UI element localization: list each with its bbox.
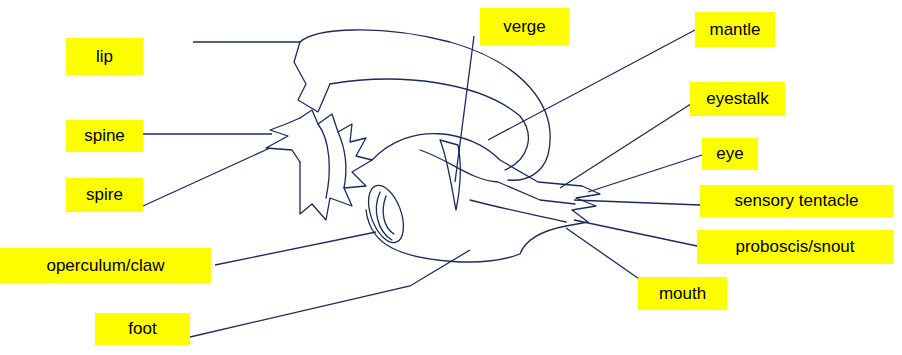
snail-body — [366, 134, 600, 262]
part-name: eye — [716, 144, 743, 164]
part-label: lip — [66, 38, 143, 75]
part-label: foot — [95, 313, 190, 345]
shell-whorls — [318, 124, 346, 198]
part-name: spire — [86, 185, 123, 205]
part-name: lip — [96, 47, 113, 67]
leader-line — [190, 250, 470, 337]
leader-line — [574, 200, 700, 205]
part-name: operculum/claw — [46, 256, 164, 276]
part-name: spine — [84, 126, 125, 146]
leader-line — [215, 232, 376, 265]
leader-line — [588, 155, 702, 192]
shell-whorls — [300, 110, 372, 220]
part-label: eyestalk — [690, 82, 785, 116]
leader-line — [560, 100, 697, 188]
leader-line — [574, 220, 697, 246]
part-name: proboscis/snout — [735, 237, 854, 257]
part-name: sensory tentacle — [735, 191, 859, 211]
spire-outline — [266, 118, 300, 162]
part-label: verge — [480, 8, 569, 45]
part-name: eyestalk — [706, 89, 768, 109]
part-name: verge — [503, 17, 546, 37]
operculum-shape — [362, 181, 411, 248]
part-name: foot — [128, 319, 156, 339]
part-label: mouth — [638, 277, 727, 310]
part-name: mantle — [709, 20, 760, 40]
part-label: operculum/claw — [0, 248, 211, 283]
part-name: mouth — [659, 284, 706, 304]
part-label: spire — [66, 178, 143, 212]
leader-line — [193, 41, 300, 42]
leader-line — [455, 36, 474, 182]
leader-line — [143, 133, 272, 134]
lip-edge — [294, 42, 330, 112]
operculum-shape — [376, 192, 394, 240]
part-label: proboscis/snout — [697, 230, 893, 264]
snail-body — [420, 150, 575, 222]
leader-line — [488, 30, 695, 140]
part-label: eye — [702, 138, 758, 170]
part-label: sensory tentacle — [700, 185, 893, 217]
shell-lip — [300, 30, 550, 180]
verge-organ — [440, 140, 460, 210]
leader-line — [143, 148, 270, 206]
part-label: spine — [66, 120, 143, 152]
part-label: mantle — [695, 12, 775, 47]
